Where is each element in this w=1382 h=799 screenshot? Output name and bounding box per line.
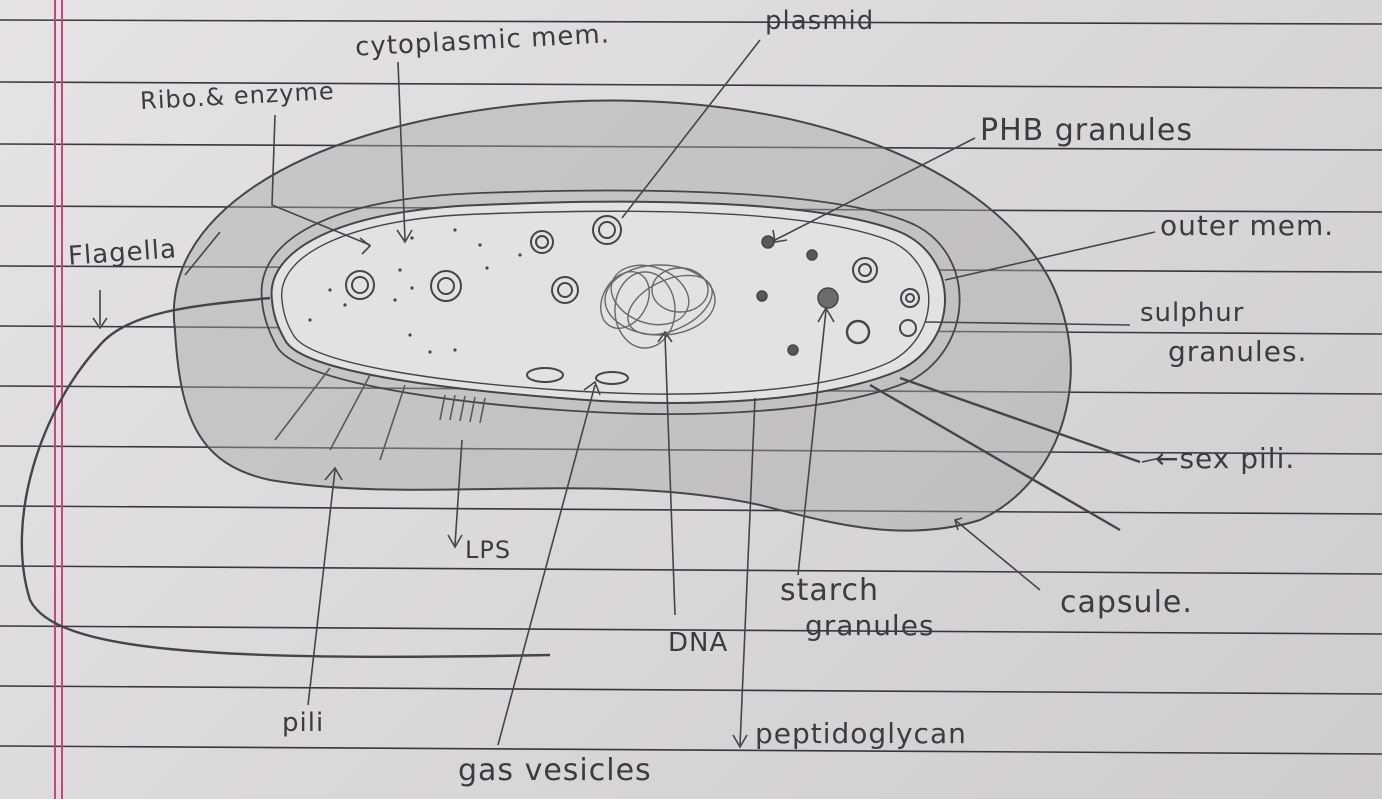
label-capsule: capsule. xyxy=(1060,588,1193,618)
label-sulphur-granules-line1: sulphur xyxy=(1140,300,1244,326)
label-sulphur-granules-line2: granules. xyxy=(1168,338,1307,366)
label-peptidoglycan: peptidoglycan xyxy=(755,720,967,748)
label-sex-pili: ←sex pili. xyxy=(1155,445,1295,473)
label-flagella: Flagella xyxy=(67,236,178,270)
leader-capsule xyxy=(955,520,1040,590)
label-starch-granules-line2: granules xyxy=(805,612,935,640)
label-plasmid: plasmid xyxy=(765,8,874,34)
leader-pili xyxy=(308,470,335,705)
label-pili: pili xyxy=(282,710,324,736)
label-phb-granules: PHB granules xyxy=(980,116,1193,146)
label-lps: LPS xyxy=(465,538,511,562)
label-gas-vesicles: gas vesicles xyxy=(458,756,652,786)
label-dna: DNA xyxy=(668,630,728,656)
label-starch-granules-line1: starch xyxy=(780,576,879,606)
label-outer-membrane: outer mem. xyxy=(1160,212,1334,240)
